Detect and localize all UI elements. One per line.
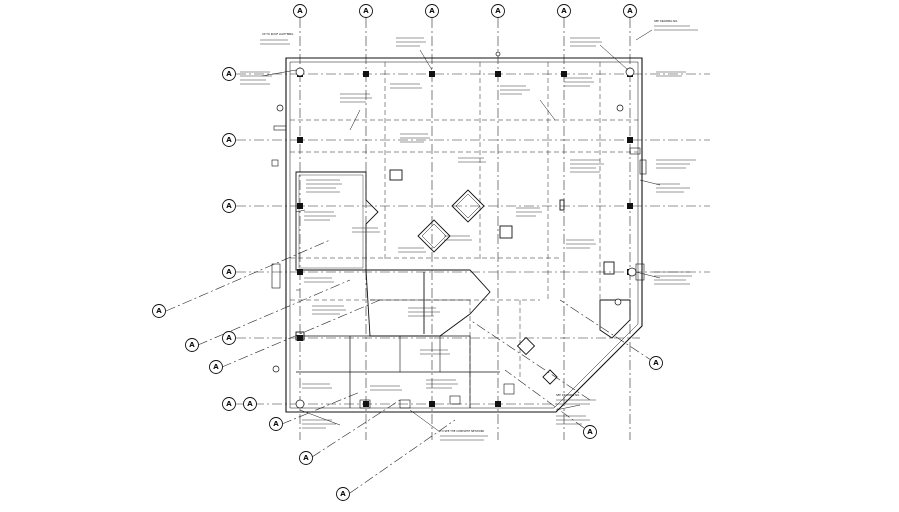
grid-bubble: A <box>299 451 313 465</box>
note-text-2: SEE DRAWING NO. <box>654 19 678 23</box>
grid-bubble: A <box>152 304 166 318</box>
svg-text:A: A <box>226 70 232 78</box>
grid-bubble: A <box>491 4 505 18</box>
grid-bubble: A <box>293 4 307 18</box>
grid-bubble: A <box>209 360 223 374</box>
svg-text:A: A <box>226 334 232 342</box>
wall-hatches <box>271 125 647 409</box>
grid-bubble: A <box>222 331 236 345</box>
svg-text:A: A <box>653 359 659 367</box>
grid-bubble: A <box>185 338 199 352</box>
grid-bubble: A <box>222 67 236 81</box>
grid-bubbles: A A A A A A A A A A A A A A A A A A A A … <box>152 4 663 501</box>
grid-bubble: A <box>425 4 439 18</box>
svg-text:A: A <box>429 7 435 15</box>
grid-bubble: A <box>222 265 236 279</box>
grid-bubble: A <box>557 4 571 18</box>
note-text-1: UP TO ROOF LIGHTNING <box>262 32 293 36</box>
svg-text:A: A <box>213 363 219 371</box>
pipe-symbols <box>272 51 637 409</box>
grid-lines <box>165 18 710 494</box>
svg-text:A: A <box>189 341 195 349</box>
grid-bubble: A <box>336 487 350 501</box>
grid-bubble: A <box>269 417 283 431</box>
grid-bubble: A <box>623 4 637 18</box>
svg-text:A: A <box>587 428 593 436</box>
note-block <box>240 25 698 441</box>
leader-lines <box>261 29 661 433</box>
svg-text:A: A <box>303 454 309 462</box>
grid-bubble: A <box>649 356 663 370</box>
grid-bubble: A <box>359 4 373 18</box>
note-text-4: TO SEE THE COMPLETE NETWORK <box>440 429 485 433</box>
grid-bubble: A <box>222 397 236 411</box>
grid-bubble: A <box>243 397 257 411</box>
svg-text:A: A <box>273 420 279 428</box>
svg-text:A: A <box>340 490 346 498</box>
svg-text:A: A <box>226 268 232 276</box>
grid-bubble: A <box>583 425 597 439</box>
svg-text:A: A <box>156 307 162 315</box>
annotation-notes: UP TO ROOF LIGHTNING SEE DRAWING NO. SEE… <box>240 19 698 441</box>
grid-bubble: A <box>222 199 236 213</box>
svg-text:A: A <box>363 7 369 15</box>
svg-text:A: A <box>495 7 501 15</box>
svg-text:A: A <box>561 7 567 15</box>
svg-text:A: A <box>297 7 303 15</box>
note-text-3: SEE DRAWING NO. <box>556 393 580 397</box>
svg-text:A: A <box>627 7 633 15</box>
room-walls <box>295 169 631 408</box>
grid-bubble: A <box>222 133 236 147</box>
building-outline <box>285 57 643 413</box>
svg-text:A: A <box>226 136 232 144</box>
svg-text:A: A <box>226 400 232 408</box>
svg-text:A: A <box>247 400 253 408</box>
svg-text:A: A <box>226 202 232 210</box>
